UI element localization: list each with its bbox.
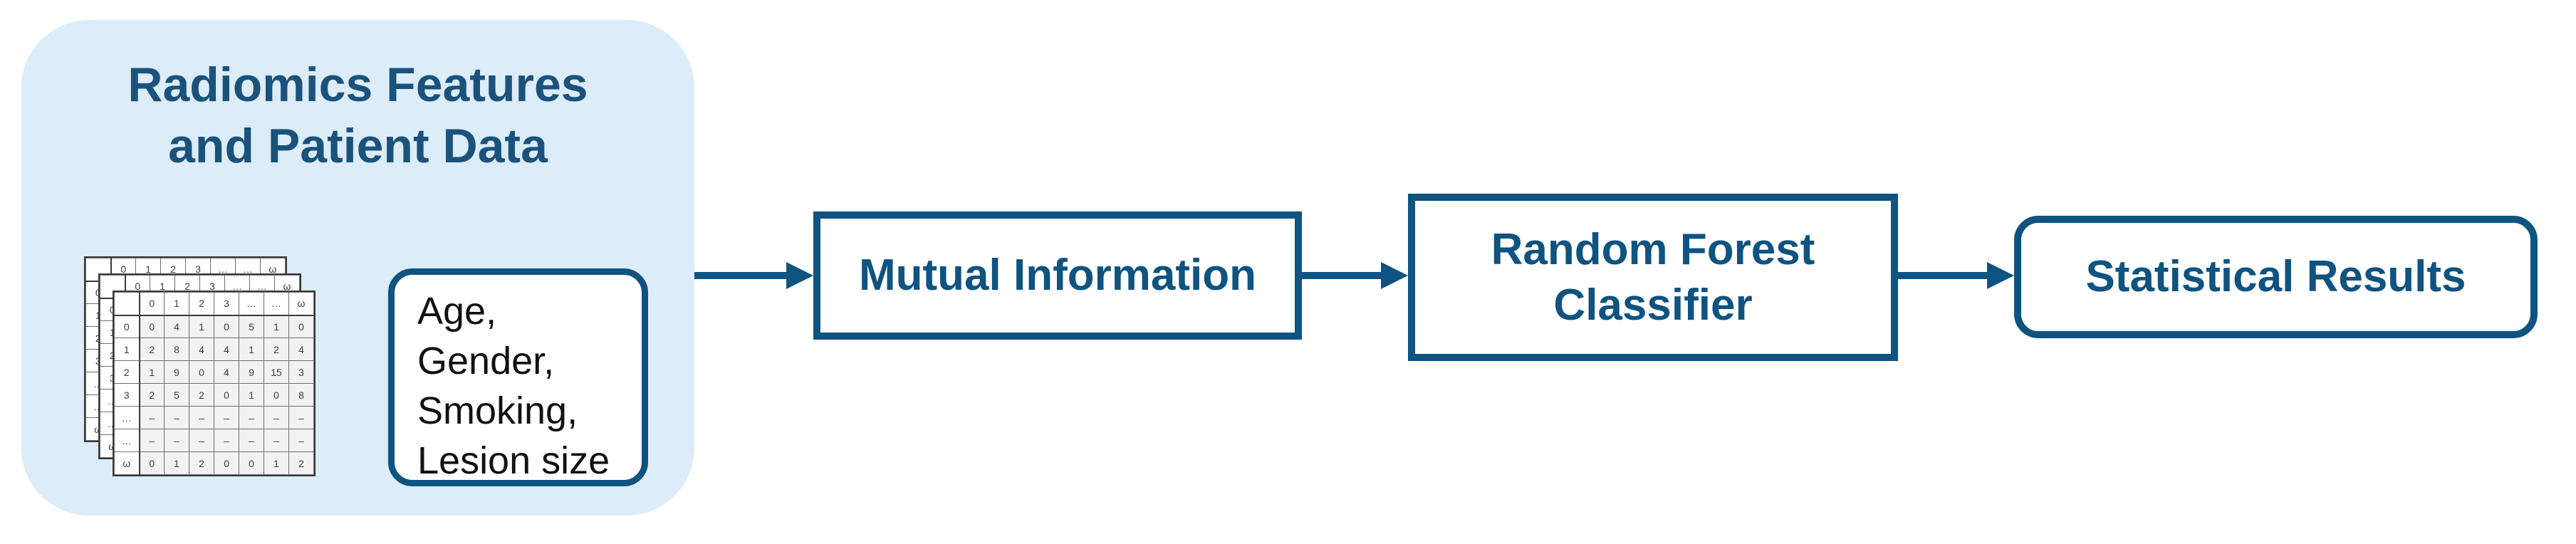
matrix-header-cell: ω [114, 451, 140, 475]
matrix-header-cell: … [114, 406, 140, 429]
matrix-value-cell: 15 [264, 360, 289, 384]
matrix-header-cell: 0 [114, 315, 140, 338]
matrix-value-cell: 1 [139, 360, 165, 384]
matrix-value-cell: 1 [264, 451, 289, 475]
matrix-value-cell: 8 [288, 383, 314, 407]
flow-arrow-shaft-3 [1898, 272, 1989, 279]
node-statistical-results-label: Statistical Results [2085, 252, 2466, 301]
patient-data-line: Smoking, [417, 389, 578, 432]
flow-arrow-head-3 [1987, 262, 2014, 289]
flow-arrow-shaft-1 [694, 272, 788, 279]
matrix-value-cell: – [239, 406, 264, 429]
matrix-header-cell: 3 [214, 292, 239, 316]
node-statistical-results: Statistical Results [2014, 216, 2538, 338]
matrix-header-cell: 0 [139, 292, 165, 316]
matrix-value-cell: 0 [214, 383, 239, 407]
patient-data-line: Age, [417, 290, 497, 333]
matrix-value-cell: 0 [214, 451, 239, 475]
matrix-header-cell: ω [288, 292, 314, 316]
matrix-value-cell: 8 [164, 338, 189, 361]
matrix-value-cell: – [239, 429, 264, 452]
group-title-line1: Radiomics Features [127, 58, 588, 112]
matrix-value-cell: 2 [189, 451, 214, 475]
matrix-header-cell: 3 [114, 383, 140, 407]
matrix-header-cell: 2 [189, 292, 214, 316]
matrix-value-cell: 0 [139, 451, 165, 475]
matrix-header-cell: 1 [114, 338, 140, 361]
matrix-value-cell: 4 [189, 338, 214, 361]
matrix-value-cell: 1 [239, 338, 264, 361]
patient-data-line: Gender, [417, 340, 555, 382]
matrix-value-cell: – [164, 429, 189, 452]
matrix-value-cell: 0 [189, 360, 214, 384]
patient-data-line: Lesion size [417, 439, 610, 482]
matrix-header-cell: … [239, 292, 264, 316]
matrix-value-cell: 9 [239, 360, 264, 384]
matrix-value-cell: 2 [139, 383, 165, 407]
matrix-value-cell: 4 [288, 338, 314, 361]
matrix-value-cell: – [264, 406, 289, 429]
matrix-value-cell: 0 [288, 315, 314, 338]
patient-data-box: Age, Gender, Smoking, Lesion size [388, 268, 648, 486]
flow-arrow-head-2 [1381, 262, 1408, 289]
node-random-forest-label-line1: Random Forest [1491, 224, 1815, 274]
matrix-value-cell: – [189, 429, 214, 452]
matrix-value-cell: 9 [164, 360, 189, 384]
matrix-header-cell: … [114, 429, 140, 452]
matrix-value-cell: – [139, 429, 165, 452]
matrix-value-cell: 4 [214, 338, 239, 361]
matrix-value-cell: 1 [164, 451, 189, 475]
matrix-value-cell: – [264, 429, 289, 452]
matrix-header-cell [114, 292, 140, 316]
matrix-value-cell: 4 [214, 360, 239, 384]
matrix-value-cell: 2 [264, 338, 289, 361]
matrix-value-cell: 1 [189, 315, 214, 338]
node-random-forest-label-line2: Classifier [1553, 280, 1753, 330]
matrix-value-cell: – [189, 406, 214, 429]
matrix-header-cell: 2 [114, 360, 140, 384]
node-mutual-information-label: Mutual Information [859, 251, 1256, 300]
matrix-value-cell: 1 [264, 315, 289, 338]
matrix-value-cell: 1 [239, 383, 264, 407]
matrix-value-cell: 0 [239, 451, 264, 475]
group-title-line2: and Patient Data [168, 119, 548, 173]
matrix-value-cell: 2 [189, 383, 214, 407]
matrix-value-cell: 5 [164, 383, 189, 407]
matrix-header-cell: 1 [164, 292, 189, 316]
group-title: Radiomics Features and Patient Data [21, 54, 694, 177]
matrix-header-cell: … [264, 292, 289, 316]
matrix-value-cell: – [214, 406, 239, 429]
matrix-value-cell: 2 [139, 338, 165, 361]
matrix-value-cell: 0 [139, 315, 165, 338]
flow-arrow-head-1 [786, 262, 813, 289]
matrix-value-cell: 2 [288, 451, 314, 475]
matrix-value-cell: – [288, 406, 314, 429]
matrix-value-cell: 0 [214, 315, 239, 338]
matrix-value-cell: – [164, 406, 189, 429]
node-mutual-information: Mutual Information [813, 211, 1302, 340]
matrix-value-cell: 0 [264, 383, 289, 407]
matrix-value-cell: 3 [288, 360, 314, 384]
matrix-value-cell: 4 [164, 315, 189, 338]
matrix-value-cell: – [214, 429, 239, 452]
flow-arrow-shaft-2 [1302, 272, 1383, 279]
matrix-value-cell: – [139, 406, 165, 429]
node-random-forest-classifier: Random Forest Classifier [1408, 194, 1898, 361]
matrix-value-cell: 5 [239, 315, 264, 338]
matrix-value-cell: – [288, 429, 314, 452]
